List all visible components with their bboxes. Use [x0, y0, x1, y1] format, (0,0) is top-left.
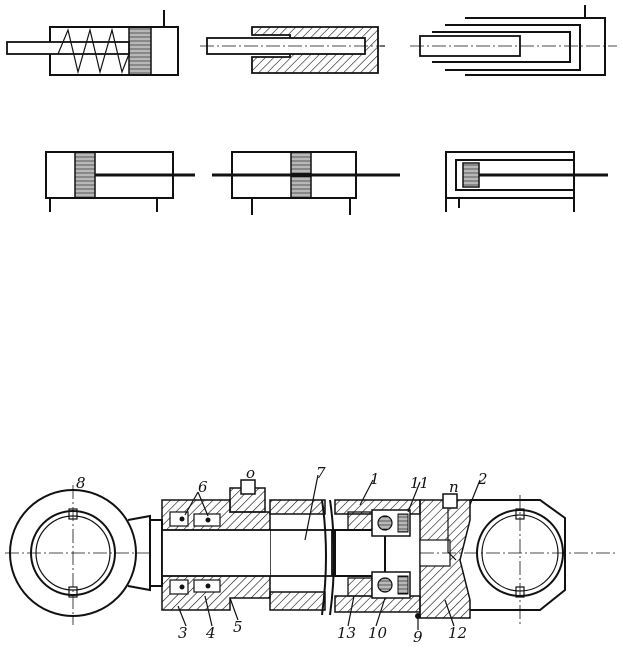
label-o: o: [246, 464, 255, 482]
label-10: 10: [368, 624, 388, 642]
label-13: 13: [337, 624, 356, 642]
label-8: 8: [76, 474, 86, 492]
spring-return-cylinder-schematic: [6, 10, 179, 76]
label-12: 12: [448, 624, 467, 642]
cylinder-assembly-section: [5, 474, 618, 630]
label-4: 4: [205, 624, 216, 642]
plunger-cylinder-schematic: [200, 26, 385, 74]
label-p: п: [449, 478, 459, 496]
label-3: 3: [178, 624, 188, 642]
label-6: 6: [198, 478, 208, 496]
label-9: 9: [413, 628, 423, 646]
label-1: 1: [370, 470, 380, 488]
label-2: 2: [477, 470, 488, 488]
telescopic-cylinder-schematic: [410, 5, 617, 76]
double-rod-cylinder-schematic: [212, 151, 400, 215]
label-7: 7: [316, 464, 326, 482]
label-5: 5: [233, 618, 243, 636]
tandem-cylinder-schematic: [445, 151, 608, 212]
double-acting-cylinder-schematic: [45, 151, 195, 212]
label-11: 11: [410, 474, 429, 492]
